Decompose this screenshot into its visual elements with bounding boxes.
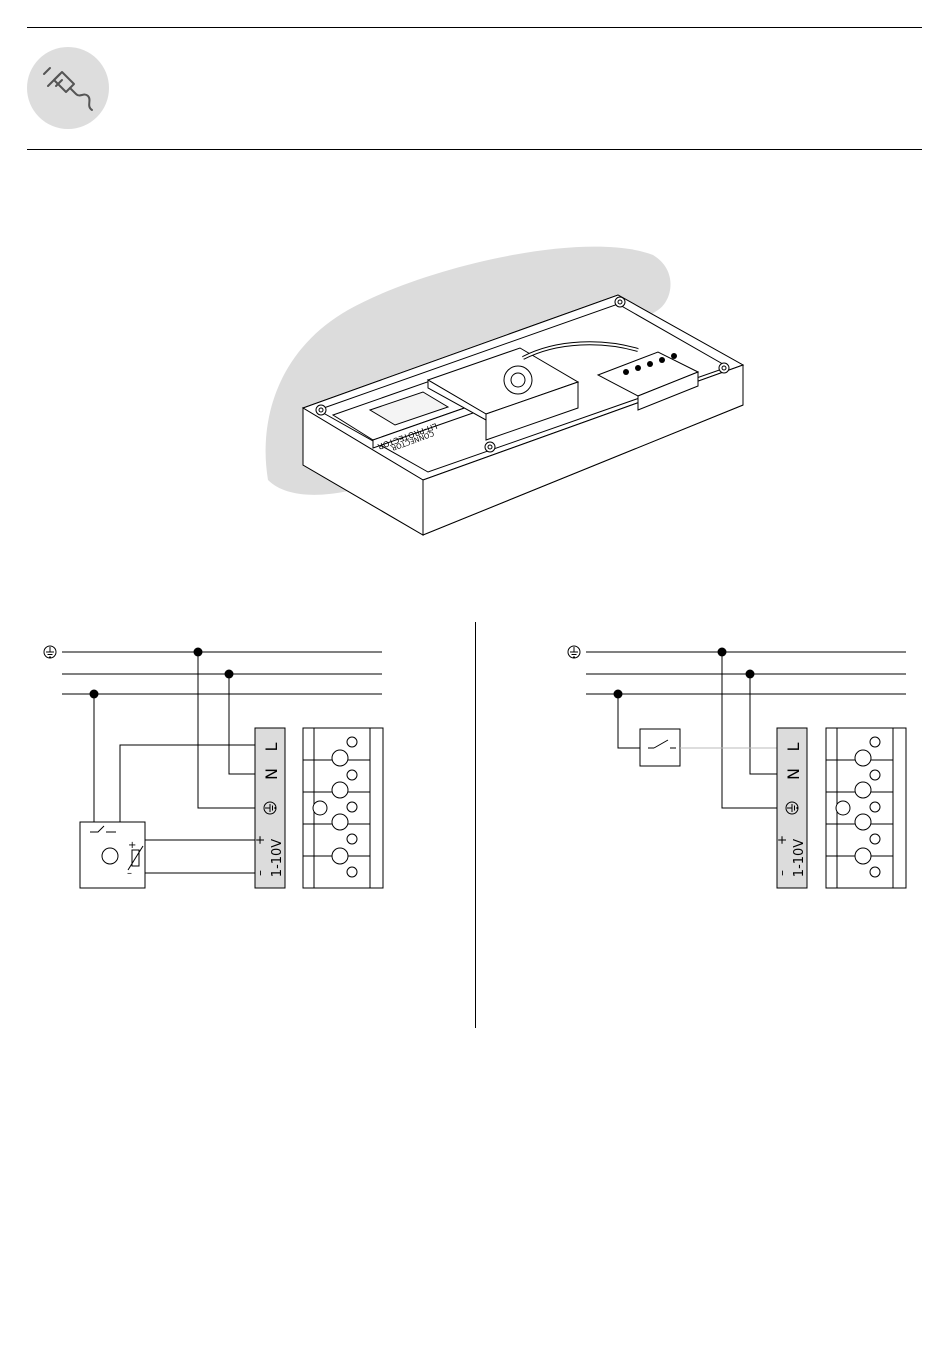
header-bottom-rule (27, 149, 922, 150)
sensor-minus-label: – (127, 868, 132, 879)
voltage-label: 1-10V (792, 839, 807, 878)
sensor-plus-label: + (128, 840, 136, 851)
terminal-minus-label: – (775, 870, 789, 876)
earth-symbol-icon (44, 646, 56, 658)
connector-block (826, 728, 906, 888)
terminal-plus-label: + (253, 835, 267, 845)
terminal-plus-label: + (775, 835, 789, 845)
wiring-diagram-switch: L N + – 1-10V (476, 600, 950, 910)
terminal-N-label: N (262, 768, 281, 780)
voltage-label: 1-10V (270, 839, 285, 878)
terminal-L-label: L (784, 742, 803, 751)
terminal-L-label: L (262, 742, 281, 751)
terminal-minus-label: – (253, 870, 267, 876)
earth-symbol-icon (568, 646, 580, 658)
header-top-rule (27, 27, 922, 28)
connector-block (303, 728, 383, 888)
terminal-N-label: N (784, 768, 803, 780)
plug-with-wire-icon (26, 46, 110, 130)
junction-box-illustration: LIT-PROTECTOR CONNECTOR (258, 240, 758, 540)
wiring-diagram-sensor: + – L N + – 1-10V (0, 600, 475, 910)
